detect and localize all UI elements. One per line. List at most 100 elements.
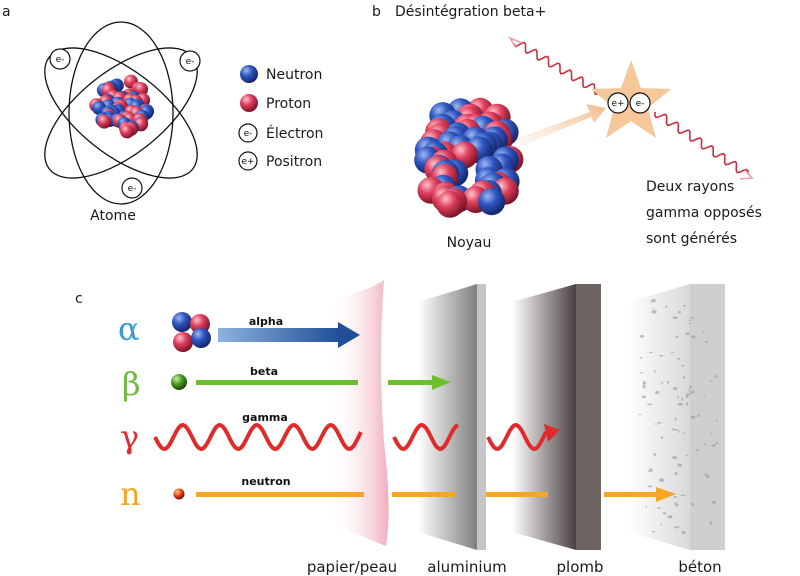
concrete-speckle [642,384,646,389]
alpha-symbol: α [118,310,140,348]
concrete-barrier [628,284,725,550]
concrete-speckle [683,432,686,435]
concrete-speckle [639,334,645,338]
neutron-label: neutron [241,475,290,488]
neutron-arrow [604,487,676,502]
concrete-speckle [690,335,695,338]
lead-barrier [512,284,601,550]
aluminium-barrier [418,284,486,550]
concrete-speckle [715,419,718,422]
concrete-speckle [696,449,699,452]
electron-icon [238,123,258,143]
orbit-electron: e- [49,48,71,70]
concrete-speckle [661,436,664,440]
concrete-speckle [658,354,664,357]
concrete-speckle [706,474,710,479]
concrete-speckle [685,332,690,336]
concrete-speckle [653,453,656,456]
concrete-speckle [710,432,713,435]
gamma-arrowhead [544,424,560,442]
proton-ball [173,332,193,352]
concrete-speckle [640,356,643,359]
concrete-speckle [673,386,678,391]
concrete-speckle [647,403,653,406]
concrete-speckle [667,380,670,384]
concrete-speckle [674,502,678,504]
gamma-wave [486,422,548,452]
svg-text:e-: e- [244,129,253,139]
concrete-speckle [657,421,662,424]
gamma-label: gamma [242,411,288,424]
gamma-ray-wave [654,111,749,175]
svg-text:Neutron: Neutron [266,67,322,83]
concrete-speckle [652,308,655,310]
concrete-speckle [645,506,648,508]
concrete-speckle [655,391,660,394]
concrete-speckle [649,351,653,354]
concrete-speckle [687,389,690,392]
atom-caption: Atome [90,208,136,224]
concrete-speckle [690,317,695,319]
concrete-speckle [660,382,664,384]
legend: Neutron Proton e- Électron e+ Positron [238,65,323,171]
concrete-speckle [688,322,691,325]
concrete-speckle [662,512,667,515]
concrete-speckle [641,395,646,399]
gamma-ray-wave [513,41,607,97]
concrete-speckle [681,364,685,367]
orbit-vertical [68,21,174,205]
concrete-speckle [673,495,677,499]
barrier-label-aluminium: aluminium [427,558,506,576]
svg-text:e-: e- [56,55,65,65]
beta-particle [171,374,187,390]
barrier-label-paper: papier/peau [307,558,397,576]
gamma-arrowhead [739,169,754,180]
svg-text:e+: e+ [241,157,254,167]
concrete-speckle [683,304,686,307]
concrete-speckle [711,444,716,447]
result-line: gamma opposés [646,205,762,221]
svg-text:Électron: Électron [266,125,323,142]
concrete-speckle [674,526,680,529]
barrier-label-lead: plomb [557,558,604,576]
barrier-label-concrete: béton [678,558,721,576]
panel-c: c α alpha β beta [75,280,725,576]
result-line: sont générés [646,231,737,247]
concrete-speckle [688,319,692,321]
nucleus [414,97,524,218]
concrete-speckle [689,390,695,394]
concrete-speckle [702,331,705,333]
concrete-speckle [651,310,657,314]
concrete-speckle [709,380,713,382]
concrete-speckle [709,521,713,525]
neutron-beam [392,492,456,497]
concrete-speckle [703,395,706,398]
concrete-speckle [647,485,653,488]
proton-icon [240,94,258,112]
neutron-particle [173,488,185,500]
alpha-arrow [218,322,360,348]
nucleus-label: Noyau [447,235,492,251]
paper-barrier [330,280,389,546]
panel-c-letter: c [75,291,83,307]
svg-text:e+: e+ [611,99,624,109]
alpha-particle [172,312,211,352]
neutron-ball [478,188,506,216]
concrete-speckle [674,471,678,476]
concrete-speckle [674,503,679,507]
panel-a: a e- e- e- Atome Neutron [2,4,323,224]
concrete-speckle [672,316,678,320]
concrete-speckle [638,413,642,416]
panel-b-title: Désintégration beta+ [395,4,546,20]
legend-item-proton: Proton [240,94,311,112]
concrete-speckle [659,478,665,483]
legend-item-electron: e- Électron [238,123,323,143]
concrete-speckle [642,380,646,385]
concrete-speckle [682,376,685,380]
neutron-beam [196,492,364,497]
orbit-electron: e- [121,177,143,199]
concrete-speckle [673,429,680,431]
concrete-speckle [711,500,717,504]
concrete-speckle [665,305,668,308]
legend-item-neutron: Neutron [240,65,322,83]
